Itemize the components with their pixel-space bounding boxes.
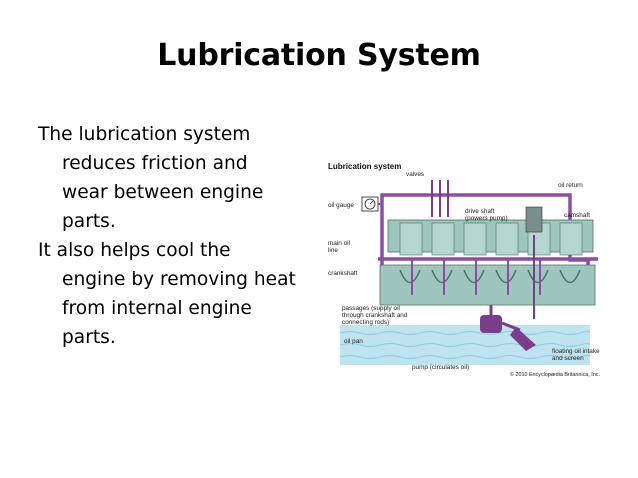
label-camshaft: camshaft xyxy=(564,212,590,219)
label-floating-intake-2: and screen xyxy=(552,355,584,362)
paragraph-cooling: It also helps cool the engine by removin… xyxy=(38,240,296,348)
slide-title: Lubrication System xyxy=(157,38,481,73)
engine-block xyxy=(379,219,596,306)
label-valves: valves xyxy=(406,171,424,178)
oil-gauge xyxy=(361,196,382,212)
oil-passages xyxy=(411,259,541,295)
label-floating-intake: floating oil intake xyxy=(552,348,600,355)
label-main-oil-line: main oil xyxy=(328,240,350,247)
label-oil-pan: oil pan xyxy=(344,338,363,345)
valves xyxy=(431,180,449,217)
label-main-oil-line-2: line xyxy=(328,247,338,254)
copyright: © 2010 Encyclopædia Britannica, Inc. xyxy=(510,371,600,378)
lubrication-diagram: Lubrication system valves oil return oil… xyxy=(320,155,610,380)
label-pump: pump (circulates oil) xyxy=(412,364,469,371)
paragraph-friction: The lubrication system reduces friction … xyxy=(38,124,264,232)
label-passages-3: connecting rods) xyxy=(342,319,389,326)
drive-shaft xyxy=(525,206,543,233)
body-text: The lubrication system reduces friction … xyxy=(38,120,298,352)
label-oil-return: oil return xyxy=(558,182,583,189)
label-passages: passages (supply oil xyxy=(342,305,400,312)
oil-pan xyxy=(339,325,591,365)
label-passages-2: through crankshaft and xyxy=(342,312,408,319)
figure-title: Lubrication system xyxy=(328,162,401,171)
label-crankshaft: crankshaft xyxy=(328,270,358,277)
label-oil-gauge: oil gauge xyxy=(328,202,354,209)
label-drive-shaft-sub: (powers pump) xyxy=(465,215,508,222)
label-drive-shaft: drive shaft xyxy=(465,208,495,215)
oil-pump xyxy=(480,235,536,351)
